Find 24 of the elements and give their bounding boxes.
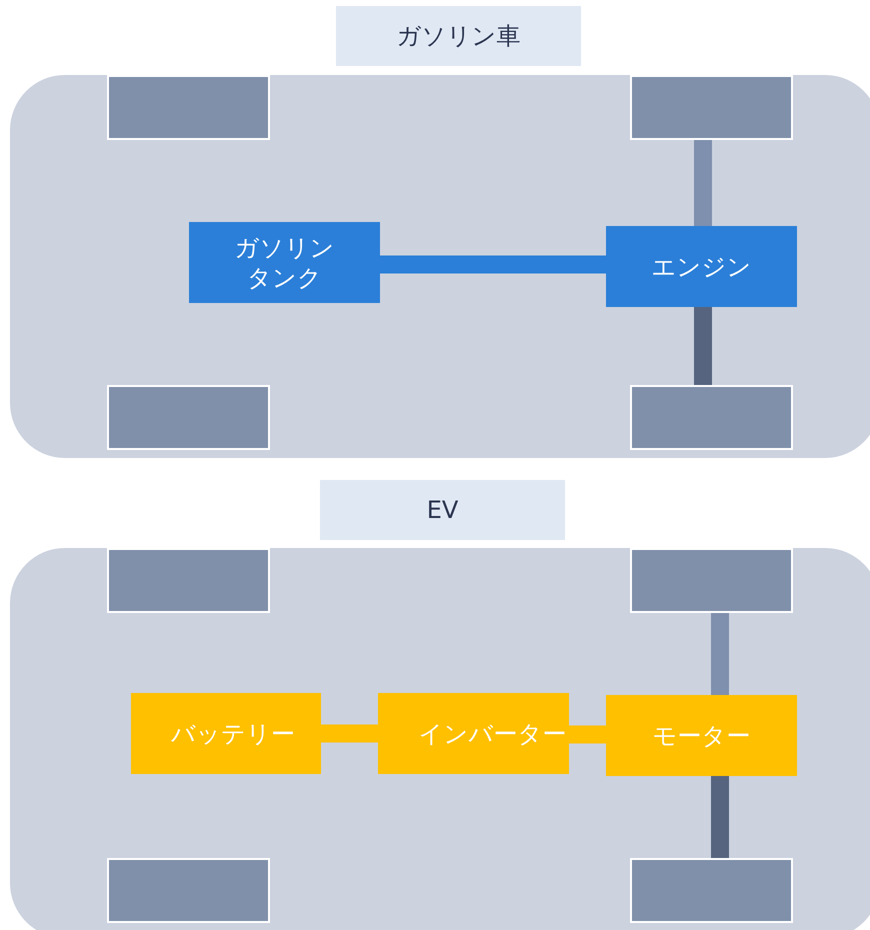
axle xyxy=(711,613,729,695)
axle xyxy=(694,307,712,385)
heading-banner: EV xyxy=(320,480,565,540)
axle xyxy=(694,140,712,226)
connecting-bar xyxy=(321,724,378,742)
wheel xyxy=(107,548,270,613)
wheel xyxy=(107,75,270,140)
car-body xyxy=(10,548,870,930)
component-block: インバーター xyxy=(378,693,569,774)
car-body xyxy=(10,75,870,458)
wheel xyxy=(107,858,270,923)
component-block: ガソリンタンク xyxy=(189,222,380,303)
connecting-bar xyxy=(380,256,606,274)
component-block: モーター xyxy=(606,695,797,776)
axle xyxy=(711,776,729,858)
connecting-bar xyxy=(569,726,606,744)
heading-banner: ガソリン車 xyxy=(336,6,581,66)
wheel xyxy=(630,858,793,923)
wheel xyxy=(630,548,793,613)
component-block: バッテリー xyxy=(131,693,321,774)
wheel xyxy=(630,75,793,140)
wheel xyxy=(630,385,793,450)
component-block: エンジン xyxy=(606,226,797,307)
wheel xyxy=(107,385,270,450)
